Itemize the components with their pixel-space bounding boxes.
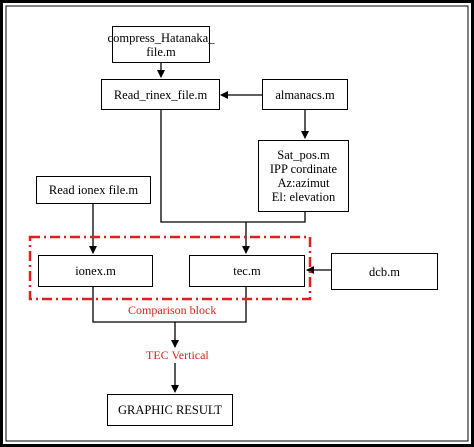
- node-read-rinex: Read_rinex_file.m: [101, 79, 220, 110]
- node-tec-label: tec.m: [233, 264, 261, 278]
- node-almanacs: almanacs.m: [262, 79, 348, 110]
- node-sat-pos-line1: Sat_pos.m: [277, 148, 330, 162]
- node-sat-pos-line3: Az:azimut: [277, 176, 330, 190]
- node-dcb-label: dcb.m: [369, 264, 400, 279]
- node-graphic-result-label: GRAPHIC RESULT: [117, 403, 223, 417]
- inner-frame: [5, 5, 469, 442]
- line-satpos-to-junction: [246, 212, 306, 223]
- node-compress-line2: file.m: [146, 44, 176, 59]
- line-merge-outputs: [92, 287, 247, 323]
- node-dcb: dcb.m: [331, 253, 438, 290]
- node-graphic-result: GRAPHIC RESULT: [107, 394, 233, 426]
- node-compress-hatanaka: compress_Hatanaka_ file.m: [108, 26, 214, 63]
- node-sat-pos-line4: El: elevation: [271, 190, 336, 204]
- node-tec: tec.m: [189, 255, 305, 287]
- comparison-block-outline: [28, 235, 312, 301]
- node-read-rinex-label: Read_rinex_file.m: [113, 87, 208, 102]
- tec-vertical-label: TEC Vertical: [144, 348, 211, 363]
- comparison-block-label: Comparison block: [128, 303, 217, 317]
- node-read-ionex-label: Read ionex file.m: [48, 183, 139, 197]
- node-sat-pos: Sat_pos.m IPP cordinate Az:azimut El: el…: [258, 140, 349, 212]
- node-almanacs-label: almanacs.m: [275, 87, 335, 102]
- node-ionex: ionex.m: [38, 255, 153, 287]
- node-sat-pos-line2: IPP cordinate: [269, 162, 338, 176]
- line-rinex-to-junction: [160, 110, 246, 223]
- node-ionex-label: ionex.m: [75, 264, 116, 278]
- node-compress-line1: compress_Hatanaka_: [107, 30, 215, 45]
- node-read-ionex: Read ionex file.m: [36, 176, 151, 204]
